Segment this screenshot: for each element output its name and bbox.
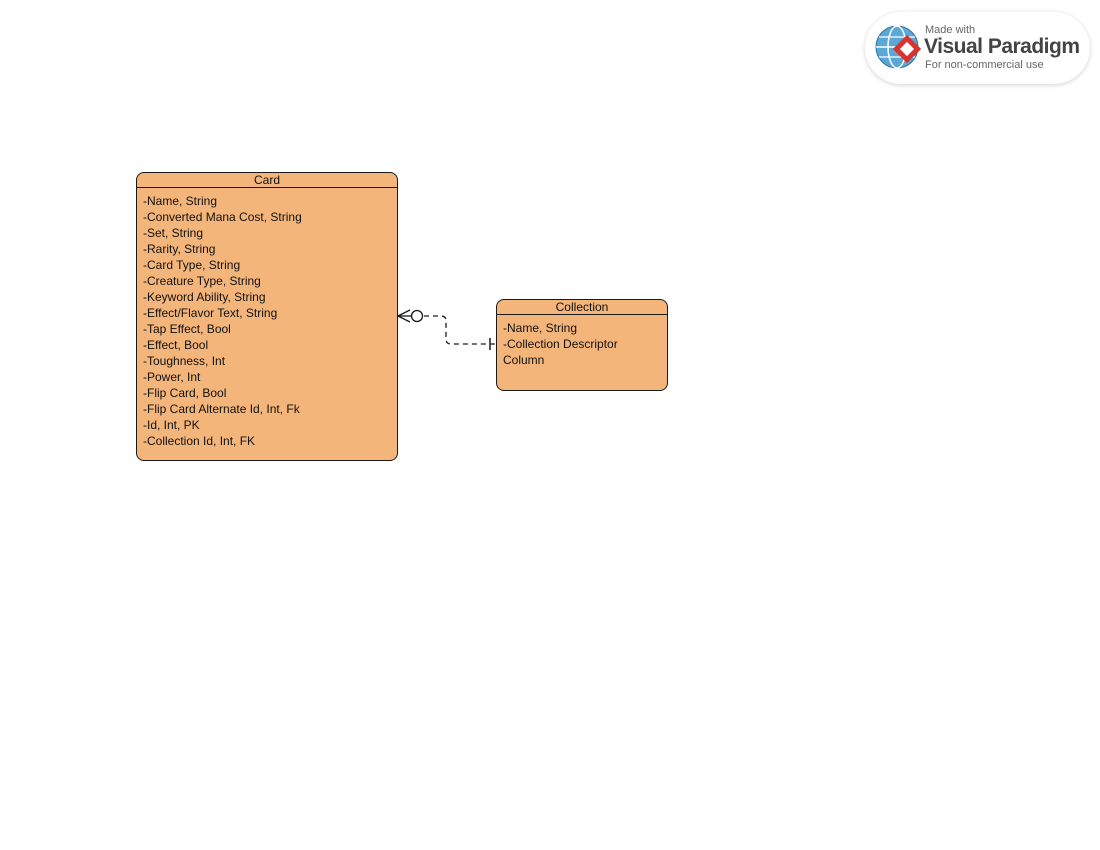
entity-attribute: -Flip Card, Bool <box>143 386 227 400</box>
entity-attributes: -Name, String -Collection Descriptor Col… <box>497 315 667 368</box>
entity-attribute: -Collection Descriptor <box>503 337 618 351</box>
entity-attribute: -Collection Id, Int, FK <box>143 434 256 448</box>
relationship-line <box>424 315 496 345</box>
entity-attribute: -Power, Int <box>143 370 201 384</box>
entity-title: Collection <box>497 300 667 315</box>
zero-or-many-crow-foot-icon <box>397 309 424 323</box>
entity-attribute: -Converted Mana Cost, String <box>143 210 302 224</box>
watermark-brand: Visual Paradigm <box>924 35 1080 58</box>
entity-attribute: -Name, String <box>503 321 578 335</box>
watermark-made-with: Made with <box>925 24 976 36</box>
visual-paradigm-watermark: Made with Visual Paradigm For non-commer… <box>865 12 1090 84</box>
entity-attribute: -Flip Card Alternate Id, Int, Fk <box>143 402 300 416</box>
entity-card[interactable]: Card -Name, String -Converted Mana Cost,… <box>136 172 398 461</box>
entity-attribute: -Creature Type, String <box>143 274 261 288</box>
entity-collection[interactable]: Collection -Name, String -Collection Des… <box>496 299 668 391</box>
entity-attributes: -Name, String -Converted Mana Cost, Stri… <box>137 188 397 449</box>
watermark-subtitle: For non-commercial use <box>925 59 1044 71</box>
entity-attribute: -Effect/Flavor Text, String <box>143 306 278 320</box>
entity-attribute: -Id, Int, PK <box>143 418 200 432</box>
entity-title: Card <box>137 173 397 188</box>
entity-attribute: -Keyword Ability, String <box>143 290 266 304</box>
entity-attribute: -Card Type, String <box>143 258 241 272</box>
entity-attribute: Column <box>503 353 545 367</box>
entity-attribute: -Effect, Bool <box>143 338 209 352</box>
entity-attribute: -Name, String <box>143 194 218 208</box>
visual-paradigm-logo-icon <box>875 25 922 69</box>
entity-attribute: -Rarity, String <box>143 242 216 256</box>
entity-attribute: -Set, String <box>143 226 204 240</box>
entity-attribute: -Toughness, Int <box>143 354 226 368</box>
entity-attribute: -Tap Effect, Bool <box>143 322 231 336</box>
